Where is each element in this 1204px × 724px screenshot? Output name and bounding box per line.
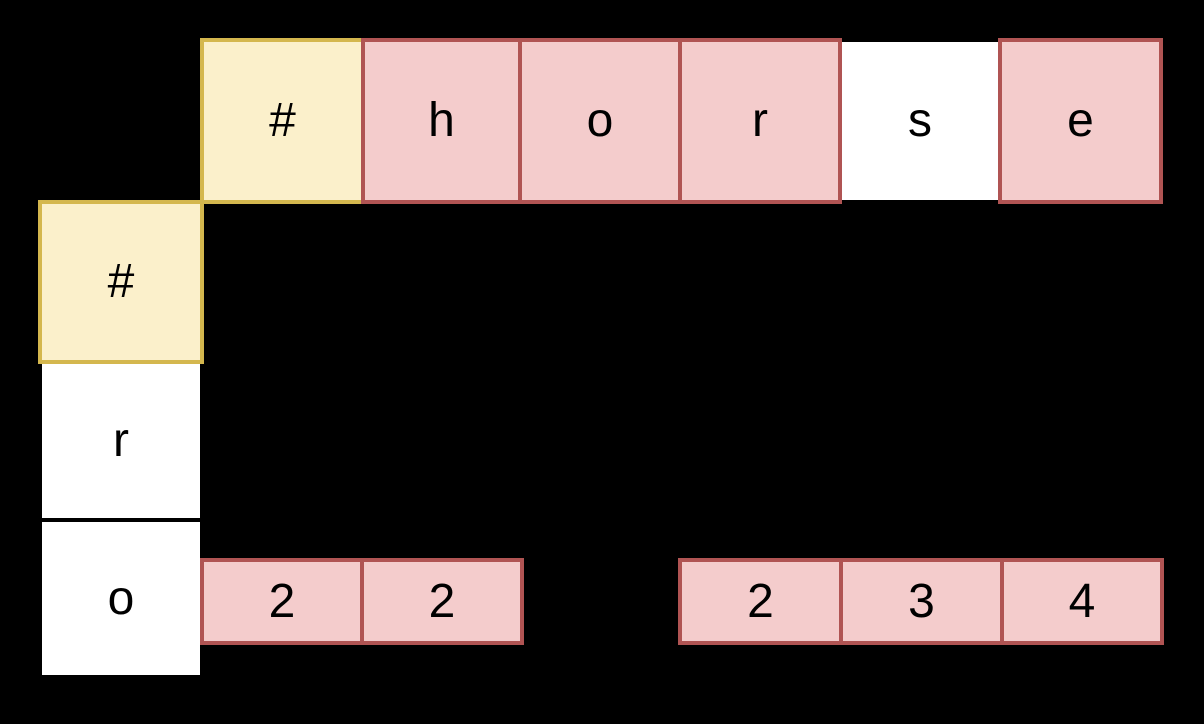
- top-cell-s-label: s: [908, 94, 932, 147]
- top-cell-r-label: r: [752, 94, 768, 147]
- left-cell-r: r: [42, 364, 200, 518]
- top-cell-e: e: [998, 38, 1163, 204]
- left-cell-r-label: r: [113, 414, 129, 467]
- top-cell-o: o: [518, 38, 682, 204]
- top-cell-hash: #: [200, 38, 365, 204]
- value-cell-0-0-label: 2: [268, 574, 296, 628]
- top-cell-hash-label: #: [269, 94, 296, 147]
- left-cell-hash-label: #: [107, 255, 135, 308]
- value-cell-1-0-label: 2: [747, 574, 774, 628]
- value-cell-1-1-label: 3: [908, 574, 935, 628]
- left-cell-o: o: [42, 522, 200, 675]
- top-cell-h-label: h: [428, 94, 455, 147]
- value-cell-1-1: 3: [839, 558, 1004, 645]
- top-cell-h: h: [361, 38, 522, 204]
- top-cell-s: s: [842, 42, 998, 200]
- left-cell-o-label: o: [107, 571, 135, 625]
- top-cell-r: r: [678, 38, 842, 204]
- top-cell-o-label: o: [586, 94, 614, 147]
- value-cell-0-0: 2: [200, 558, 364, 645]
- top-cell-e-label: e: [1067, 94, 1094, 147]
- value-cell-0-1: 2: [360, 558, 524, 645]
- value-cell-1-0: 2: [678, 558, 843, 645]
- left-cell-hash: #: [38, 200, 204, 364]
- value-cell-0-1-label: 2: [428, 574, 456, 628]
- value-cell-1-2: 4: [1000, 558, 1164, 645]
- value-cell-1-2-label: 4: [1068, 574, 1096, 628]
